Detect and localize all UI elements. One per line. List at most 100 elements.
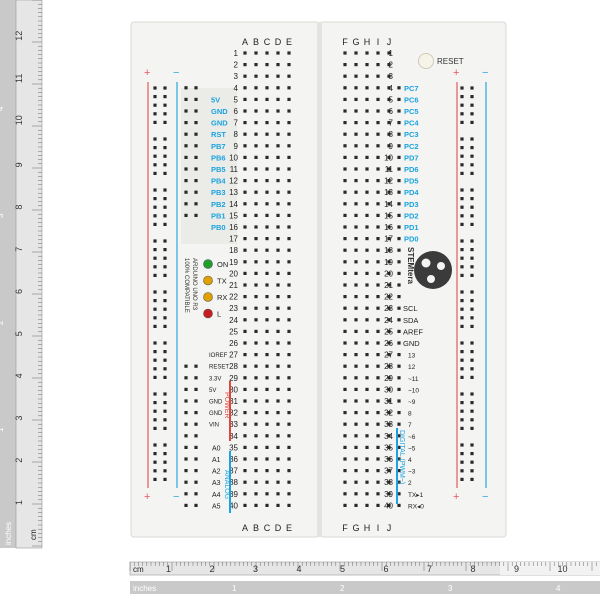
row-number-right: 33 bbox=[384, 420, 393, 429]
breadboard-hole bbox=[376, 121, 380, 125]
breadboard-hole bbox=[243, 86, 247, 90]
breadboard-hole bbox=[343, 492, 347, 496]
digital-pin-label: 12 bbox=[408, 364, 416, 371]
header-hole bbox=[194, 503, 198, 507]
vruler-cm-label: 3 bbox=[14, 416, 24, 421]
power-group-label: POWER bbox=[223, 392, 230, 418]
header-hole bbox=[397, 445, 401, 449]
header-hole bbox=[397, 225, 401, 229]
rail-hole bbox=[460, 146, 464, 150]
rail-hole bbox=[163, 154, 167, 158]
row-number-right: 29 bbox=[384, 374, 393, 383]
breadboard-hole bbox=[365, 353, 369, 357]
rail-hole bbox=[153, 112, 157, 116]
status-led bbox=[203, 308, 213, 319]
breadboard-hole bbox=[265, 63, 269, 67]
breadboard-hole bbox=[287, 213, 291, 217]
breadboard-hole bbox=[254, 179, 258, 183]
reset-button[interactable]: RESET bbox=[418, 53, 464, 69]
header-hole bbox=[397, 329, 401, 333]
header-hole bbox=[397, 503, 401, 507]
breadboard-hole bbox=[254, 387, 258, 391]
breadboard-hole bbox=[387, 480, 391, 484]
row-number-left: 26 bbox=[229, 339, 238, 348]
breadboard-body bbox=[130, 21, 507, 538]
row-number-right: 15 bbox=[384, 211, 393, 220]
rail-hole bbox=[460, 214, 464, 218]
breadboard-hole bbox=[243, 63, 247, 67]
breadboard-hole bbox=[265, 353, 269, 357]
header-hole bbox=[184, 155, 188, 159]
breadboard-hole bbox=[365, 306, 369, 310]
breadboard-hole bbox=[365, 237, 369, 241]
row-number-left: 1 bbox=[234, 49, 239, 58]
rail-hole bbox=[460, 469, 464, 473]
header-hole bbox=[397, 492, 401, 496]
breadboard-hole bbox=[387, 86, 391, 90]
rail-hole bbox=[470, 477, 474, 481]
breadboard-hole bbox=[365, 121, 369, 125]
breadboard-hole bbox=[376, 469, 380, 473]
header-hole bbox=[397, 411, 401, 415]
breadboard-hole bbox=[376, 202, 380, 206]
column-letter-bottom: I bbox=[377, 523, 380, 533]
rail-hole bbox=[470, 316, 474, 320]
rail-hole bbox=[153, 290, 157, 294]
row-number-right: 4 bbox=[389, 84, 394, 93]
breadboard-hole bbox=[376, 144, 380, 148]
digital-group-bar bbox=[396, 428, 398, 504]
header-hole bbox=[184, 109, 188, 113]
digital-pin-label: 4 bbox=[408, 457, 412, 464]
column-letter-top: J bbox=[387, 37, 392, 47]
row-number-left: 4 bbox=[234, 84, 239, 93]
left-pin-label: PB4 bbox=[211, 177, 226, 186]
header-hole bbox=[397, 353, 401, 357]
breadboard-hole bbox=[365, 445, 369, 449]
reset-button-cap[interactable] bbox=[418, 53, 434, 69]
breadboard-hole bbox=[254, 469, 258, 473]
rail-hole bbox=[163, 265, 167, 269]
header-hole bbox=[194, 213, 198, 217]
header-hole bbox=[397, 480, 401, 484]
breadboard-hole bbox=[243, 492, 247, 496]
hruler-cm-label: 1 bbox=[166, 564, 171, 574]
breadboard-hole bbox=[265, 155, 269, 159]
rail-hole bbox=[470, 154, 474, 158]
power-pin-label: 5V bbox=[209, 388, 216, 394]
rail-hole bbox=[470, 299, 474, 303]
column-letter-top: F bbox=[342, 37, 348, 47]
breadboard-hole bbox=[287, 225, 291, 229]
rail-hole bbox=[163, 443, 167, 447]
breadboard-hole bbox=[265, 202, 269, 206]
rail-hole bbox=[163, 197, 167, 201]
hruler-cm-label: 3 bbox=[253, 564, 258, 574]
logo-gear-2 bbox=[437, 262, 445, 270]
breadboard-hole bbox=[354, 283, 358, 287]
breadboard-hole bbox=[376, 341, 380, 345]
breadboard-hole bbox=[243, 283, 247, 287]
rail-hole bbox=[470, 307, 474, 311]
breadboard-hole bbox=[265, 97, 269, 101]
left-rail-plus-bottom: + bbox=[144, 491, 150, 503]
right-pin-label: PD6 bbox=[404, 165, 419, 174]
row-number-right: 35 bbox=[384, 443, 393, 452]
breadboard-hole bbox=[343, 329, 347, 333]
row-number-left: 12 bbox=[229, 177, 238, 186]
breadboard-hole bbox=[265, 144, 269, 148]
breadboard-hole bbox=[276, 260, 280, 264]
breadboard-hole bbox=[276, 341, 280, 345]
breadboard-hole bbox=[276, 469, 280, 473]
rail-hole bbox=[153, 146, 157, 150]
rail-hole bbox=[153, 265, 157, 269]
breadboard-hole bbox=[387, 155, 391, 159]
rail-hole bbox=[470, 188, 474, 192]
row-number-right: 22 bbox=[384, 293, 393, 302]
breadboard-hole bbox=[265, 387, 269, 391]
breadboard-hole bbox=[254, 190, 258, 194]
vruler-cm-label: 10 bbox=[14, 115, 24, 125]
rail-hole bbox=[460, 256, 464, 260]
power-pin-label: 3.3V bbox=[209, 376, 221, 382]
breadboard-hole bbox=[287, 364, 291, 368]
breadboard-hole bbox=[287, 51, 291, 55]
rail-hole bbox=[163, 409, 167, 413]
